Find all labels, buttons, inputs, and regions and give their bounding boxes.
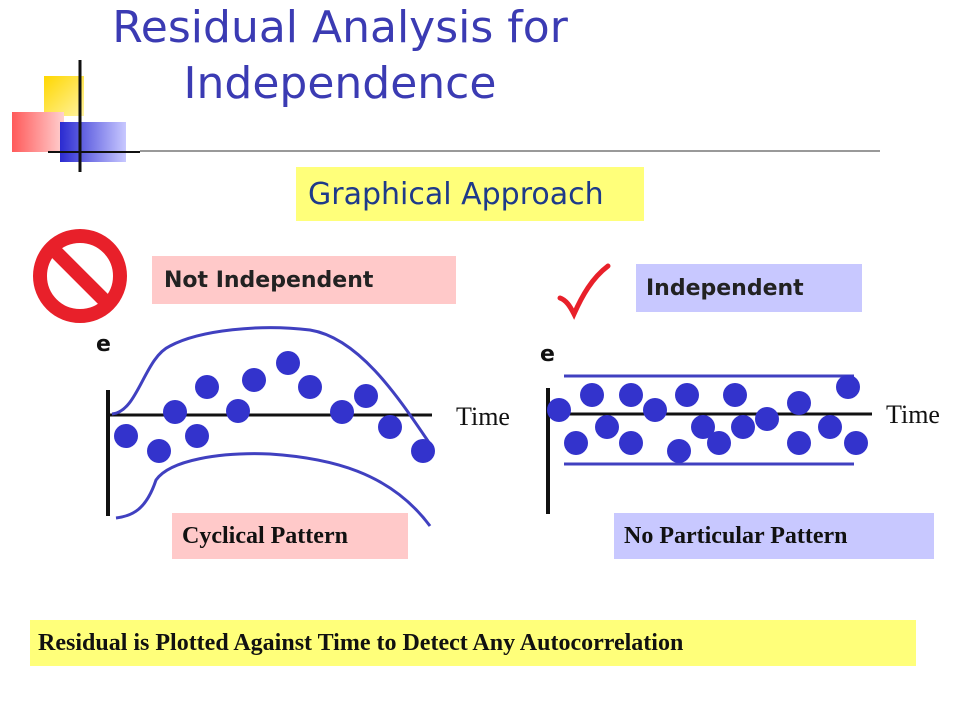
not-independent-label: Not Independent xyxy=(152,256,456,304)
residual-point xyxy=(195,375,219,399)
residual-point xyxy=(836,375,860,399)
prohibited-icon xyxy=(33,229,127,323)
residual-point xyxy=(675,383,699,407)
left-axis-x-label: Time xyxy=(456,402,510,431)
upper-envelope xyxy=(111,326,432,445)
page-title: Residual Analysis for Independence xyxy=(112,2,568,109)
residual-point xyxy=(411,439,435,463)
independent-residual-plot xyxy=(546,374,872,514)
residual-point xyxy=(619,383,643,407)
residual-point xyxy=(298,375,322,399)
residual-point xyxy=(707,431,731,455)
residual-point xyxy=(755,407,779,431)
right-axis-x-label: Time xyxy=(886,400,940,429)
residual-point xyxy=(147,439,171,463)
residual-point xyxy=(787,391,811,415)
no-pattern-label: No Particular Pattern xyxy=(614,513,934,559)
residual-point xyxy=(580,383,604,407)
residual-point xyxy=(723,383,747,407)
residual-point xyxy=(163,400,187,424)
residual-point xyxy=(818,415,842,439)
residual-point xyxy=(242,368,266,392)
cyclical-residual-plot xyxy=(106,326,435,527)
checkmark-icon xyxy=(557,263,611,320)
residual-point xyxy=(378,415,402,439)
residual-point xyxy=(330,400,354,424)
residual-point xyxy=(691,415,715,439)
footer-note: Residual is Plotted Against Time to Dete… xyxy=(30,620,916,666)
residual-point xyxy=(731,415,755,439)
residual-point xyxy=(547,398,571,422)
residual-point xyxy=(226,399,250,423)
residual-point xyxy=(787,431,811,455)
independent-label: Independent xyxy=(636,264,862,312)
residual-point xyxy=(844,431,868,455)
residual-point xyxy=(114,424,138,448)
approach-label: Graphical Approach xyxy=(296,167,644,221)
cyclical-pattern-label: Cyclical Pattern xyxy=(172,513,408,559)
title-rule xyxy=(140,150,880,152)
residual-point xyxy=(276,351,300,375)
right-axis-y-label: e xyxy=(540,342,555,367)
residual-point xyxy=(595,415,619,439)
residual-point xyxy=(667,439,691,463)
corner-decoration xyxy=(12,60,140,172)
residual-point xyxy=(185,424,209,448)
residual-point xyxy=(619,431,643,455)
lower-envelope xyxy=(115,452,432,527)
left-axis-y-label: e xyxy=(96,332,111,357)
residual-point xyxy=(564,431,588,455)
residual-point xyxy=(354,384,378,408)
residual-point xyxy=(643,398,667,422)
